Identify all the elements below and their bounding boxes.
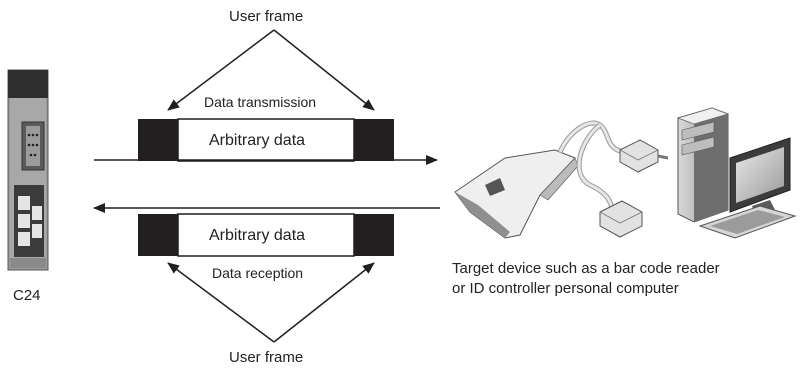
- frame-header-block: [138, 214, 178, 256]
- frame-header-block: [138, 119, 178, 161]
- data-reception-label: Data reception: [212, 265, 304, 281]
- top-user-frame-pointers: [167, 29, 375, 111]
- frame-footer-block: [354, 214, 394, 256]
- bottom-user-frame-pointers: [167, 262, 375, 343]
- reception-frame: [138, 213, 394, 257]
- target-device-label: Target device such as a bar code reader …: [452, 259, 720, 299]
- personal-computer-icon: [676, 107, 797, 239]
- frame-footer-block: [354, 119, 394, 161]
- target-device-line-1: Target device such as a bar code reader: [452, 260, 720, 277]
- arbitrary-data-bottom-label: Arbitrary data: [209, 227, 306, 244]
- arbitrary-data-top-label: Arbitrary data: [209, 132, 306, 149]
- target-device-line-2: or ID controller personal computer: [452, 280, 679, 297]
- data-transmission-label: Data transmission: [204, 94, 317, 110]
- c24-module-icon: [7, 69, 49, 271]
- transmission-frame: [138, 118, 394, 162]
- data-block: [177, 213, 355, 257]
- user-frame-bottom-label: User frame: [229, 349, 304, 366]
- module-label: C24: [13, 287, 41, 304]
- user-frame-top-label: User frame: [229, 8, 304, 25]
- bar-code-reader-icon: [454, 120, 669, 239]
